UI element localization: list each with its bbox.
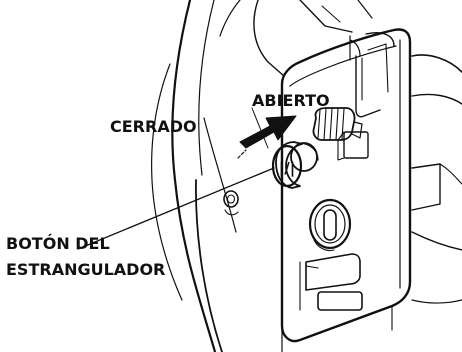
arrow-right-icon <box>239 115 297 149</box>
lever-knob <box>312 107 363 141</box>
fuel-window <box>299 253 363 311</box>
closed-label: CERRADO <box>110 117 197 136</box>
open-label: ABIERTO <box>252 91 330 110</box>
choke-symbol-text: |/| <box>279 159 295 178</box>
panel-screw <box>223 190 239 216</box>
choke-knob-icon <box>271 141 319 189</box>
carburetor-housing <box>280 28 462 352</box>
leader-lines <box>77 107 275 250</box>
engine-cover-outline <box>151 0 373 352</box>
fuel-cap <box>308 198 352 252</box>
choke-button-label-line2: ESTRANGULADOR <box>6 260 166 279</box>
choke-button-label-line1: BOTÓN DEL <box>6 234 110 253</box>
choke-symbol-icon: |/| <box>279 159 295 178</box>
